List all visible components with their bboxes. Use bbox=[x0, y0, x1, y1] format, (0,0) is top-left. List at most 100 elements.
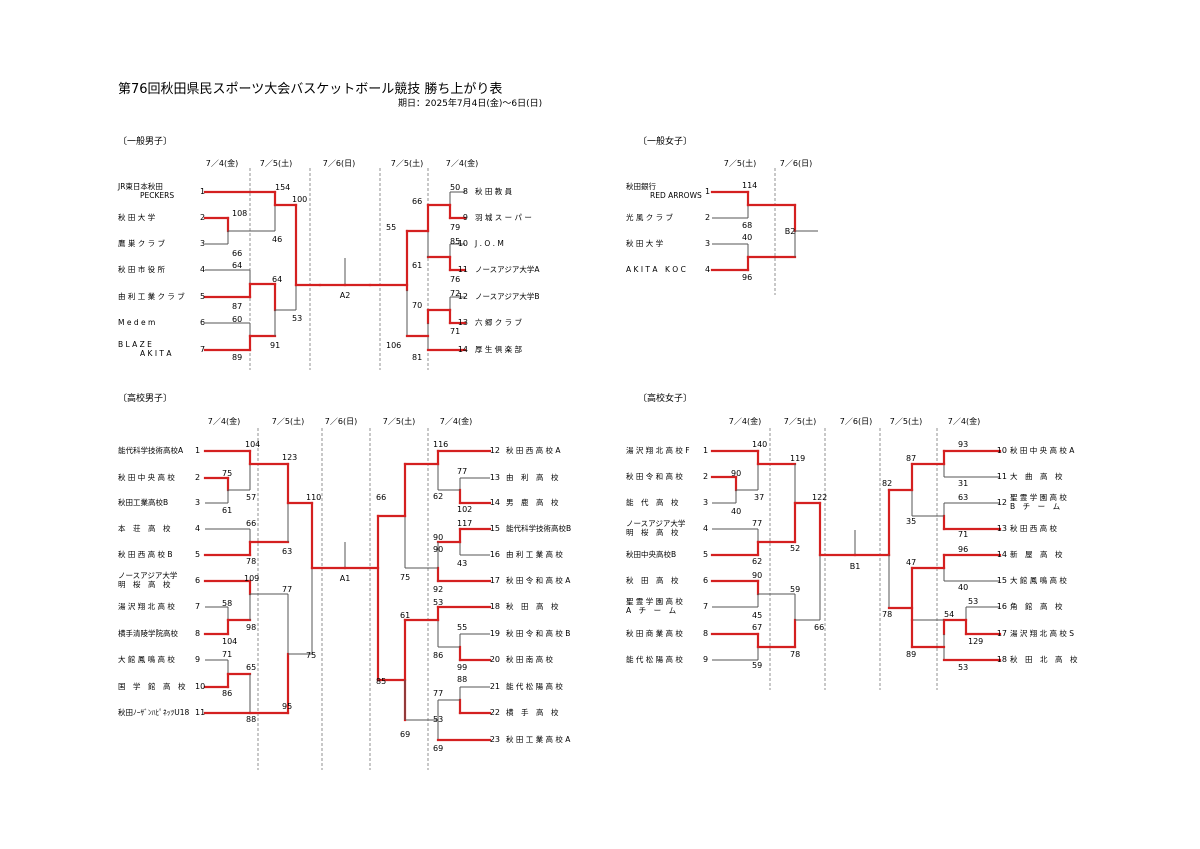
team-number: 7 bbox=[195, 602, 201, 611]
team-name: 秋 田 令 和 高 校 A bbox=[506, 576, 571, 585]
team-number: 18 bbox=[996, 655, 1007, 664]
team-name: A K I T A K O C bbox=[626, 265, 686, 274]
section-label-koukou-joshi: 〔高校女子〕 bbox=[638, 394, 693, 404]
team-name: 大 館 鳳 鳴 高 校 bbox=[118, 655, 175, 664]
score-value: 106 bbox=[386, 341, 402, 350]
score-value: 37 bbox=[754, 493, 765, 502]
team-name: 秋 田 高 校 bbox=[506, 602, 559, 611]
team-name: 羽 城 ス ー パ ー bbox=[475, 213, 532, 222]
team-name: ノースアジア大学 bbox=[626, 519, 686, 528]
score-value: 87 bbox=[232, 302, 243, 311]
team-name: 湯 沢 翔 北 高 校 bbox=[118, 602, 175, 611]
team-number: 8 bbox=[195, 629, 201, 638]
team-name: 横 手 高 校 bbox=[506, 708, 559, 717]
score-value: 66 bbox=[232, 249, 243, 258]
team-name: 湯 沢 翔 北 高 校 S bbox=[1010, 629, 1075, 638]
team-name: 大 曲 高 校 bbox=[1010, 472, 1063, 481]
team-name: 六 郷 ク ラ ブ bbox=[475, 318, 523, 327]
score-value: 63 bbox=[958, 493, 969, 502]
team-name: 秋田工業高校B bbox=[118, 498, 169, 507]
score-value: 59 bbox=[790, 585, 801, 594]
round-date: 7／5(土) bbox=[783, 417, 817, 426]
round-date: 7／6(日) bbox=[322, 159, 356, 168]
score-value: 104 bbox=[245, 440, 261, 449]
team-name: 秋 田 中 央 高 校 bbox=[118, 473, 175, 482]
score-value: 50 bbox=[450, 183, 461, 192]
score-value: 35 bbox=[906, 517, 917, 526]
team-name: B L A Z E bbox=[118, 340, 152, 349]
team-number: 5 bbox=[703, 550, 709, 559]
team-number: 21 bbox=[489, 682, 500, 691]
team-number: 10 bbox=[996, 446, 1007, 455]
score-value: 63 bbox=[282, 547, 293, 556]
round-date: 7／4(金) bbox=[445, 159, 479, 168]
score-value: 75 bbox=[306, 651, 317, 660]
round-date: 7／5(土) bbox=[723, 159, 757, 168]
score-value: 66 bbox=[412, 197, 423, 206]
page-title: 第76回秋田県民スポーツ大会バスケットボール競技 勝ち上がり表 bbox=[118, 82, 503, 97]
team-number: 7 bbox=[703, 602, 709, 611]
team-name: 聖 霊 学 園 高 校 bbox=[1010, 493, 1067, 502]
team-name: 聖 霊 学 園 高 校 bbox=[626, 597, 683, 606]
team-name: A チ ー ム bbox=[626, 606, 677, 615]
team-name: 秋 田 令 和 高 校 bbox=[626, 472, 683, 481]
team-number: 8 bbox=[462, 187, 468, 196]
score-value: 76 bbox=[450, 275, 461, 284]
score-value: 110 bbox=[306, 493, 322, 502]
round-date: 7／4(金) bbox=[205, 159, 239, 168]
team-number: 14 bbox=[489, 498, 500, 507]
team-number: 12 bbox=[489, 446, 500, 455]
round-date: 7／6(日) bbox=[324, 417, 358, 426]
team-number: 8 bbox=[703, 629, 709, 638]
score-value: 66 bbox=[814, 623, 825, 632]
team-number: 1 bbox=[200, 187, 206, 196]
score-value: 95 bbox=[282, 702, 293, 711]
score-value: 40 bbox=[958, 583, 969, 592]
score-value: 96 bbox=[742, 273, 753, 282]
score-value: 71 bbox=[222, 650, 233, 659]
score-value: 116 bbox=[433, 440, 449, 449]
team-name: 秋 田 西 高 校 A bbox=[506, 446, 561, 455]
team-number: 14 bbox=[457, 345, 468, 354]
team-name: PECKERS bbox=[140, 191, 175, 200]
score-value: 68 bbox=[742, 221, 753, 230]
team-number: 18 bbox=[489, 602, 500, 611]
team-number: 5 bbox=[195, 550, 201, 559]
score-value: 88 bbox=[246, 715, 257, 724]
round-date: 7／5(土) bbox=[382, 417, 416, 426]
score-value: 89 bbox=[906, 650, 917, 659]
score-value: 99 bbox=[457, 663, 468, 672]
score-value: 61 bbox=[400, 611, 411, 620]
team-number: 1 bbox=[703, 446, 709, 455]
round-date: 7／4(金) bbox=[728, 417, 762, 426]
event-period: 期日：2025年7月4日(金)～6日(日) bbox=[398, 99, 543, 109]
team-number: 2 bbox=[200, 213, 206, 222]
score-value: 71 bbox=[958, 530, 969, 539]
team-number: 17 bbox=[489, 576, 500, 585]
team-number: 1 bbox=[195, 446, 201, 455]
team-name: 本 荘 高 校 bbox=[118, 524, 171, 533]
score-value: 45 bbox=[752, 611, 763, 620]
score-value: 90 bbox=[752, 571, 763, 580]
team-number: 19 bbox=[489, 629, 500, 638]
team-name: ノースアジア大学 bbox=[118, 571, 178, 580]
team-number: 2 bbox=[703, 472, 709, 481]
section-label-ippan-joshi: 〔一般女子〕 bbox=[638, 137, 693, 147]
score-value: 57 bbox=[246, 493, 257, 502]
team-name: 秋 田 市 役 所 bbox=[118, 265, 166, 274]
round-date: 7／6(日) bbox=[779, 159, 813, 168]
score-value: 55 bbox=[457, 623, 468, 632]
score-value: 64 bbox=[272, 275, 283, 284]
team-name: RED ARROWS bbox=[650, 191, 702, 200]
team-name: 秋田ﾉｰｻﾞﾝﾊﾋﾟﾈｯﾂU18 bbox=[118, 708, 190, 717]
team-name: 秋 田 高 校 bbox=[626, 576, 679, 585]
team-number: 12 bbox=[996, 498, 1007, 507]
team-name: 秋田中央高校B bbox=[626, 550, 677, 559]
team-number: 11 bbox=[457, 265, 468, 274]
team-name: 角 館 高 校 bbox=[1010, 602, 1063, 611]
team-number: 4 bbox=[200, 265, 206, 274]
score-value: 71 bbox=[450, 327, 461, 336]
score-value: 72 bbox=[450, 289, 461, 298]
team-name: 光 風 ク ラ ブ bbox=[626, 213, 674, 222]
score-value: 53 bbox=[968, 597, 979, 606]
